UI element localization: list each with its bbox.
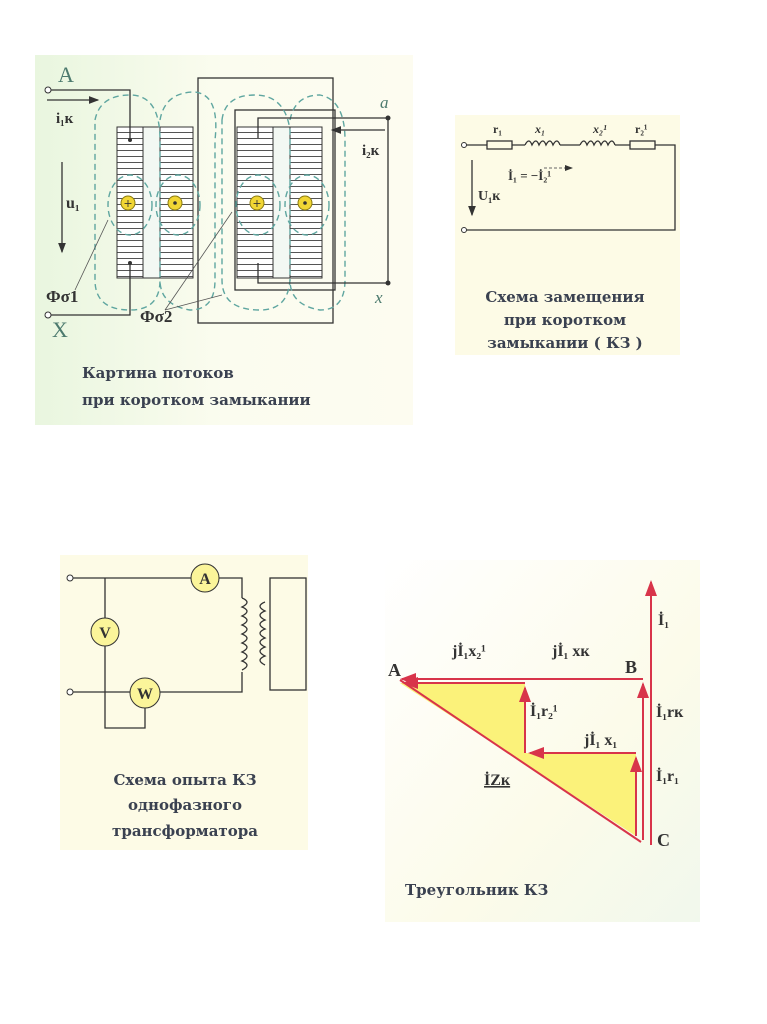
caption-line-2: при коротком замыкании	[82, 391, 311, 409]
wattmeter-label: W	[137, 686, 153, 703]
i2k-label: i₂к	[362, 143, 380, 159]
ammeter	[190, 563, 220, 593]
jI1x2-label: jİ₁x₂¹	[451, 641, 486, 660]
r2-label: r₂¹	[635, 122, 648, 136]
jI1xk-label: jİ₁ xк	[551, 641, 590, 660]
current-out-of-page-icon	[297, 195, 313, 211]
IZk-vector	[399, 679, 642, 843]
terminal-X-label: X	[52, 317, 68, 342]
phi-sigma1-label: Фσ1	[46, 287, 78, 306]
test-circuit-panel: A V W Схема опыта КЗ однофазного трансфо…	[60, 555, 308, 850]
x2-inductor	[579, 140, 616, 147]
current-out-of-page-icon	[167, 195, 183, 211]
current-into-page-icon: +	[249, 195, 265, 211]
equivalent-circuit-panel: r₁ x₁ x₂¹ r₂¹ İ₁ = −İ₂¹ U₁к Схема замеще…	[455, 115, 680, 355]
svg-text:+: +	[252, 197, 261, 210]
x2-label: x₂¹	[592, 122, 607, 136]
voltmeter-label: V	[99, 625, 111, 642]
I1-label: İ₁	[658, 610, 669, 629]
svg-text:+: +	[123, 197, 132, 210]
r2-resistor	[629, 140, 656, 150]
terminal-x-label: x	[374, 288, 383, 307]
r1-resistor	[486, 140, 513, 150]
terminal-A-label: A	[58, 62, 74, 87]
voltmeter	[90, 617, 120, 647]
r1-label: r₁	[493, 122, 502, 136]
current-equation-label: İ₁ = −İ₂¹	[508, 168, 551, 183]
terminal-a-label: a	[380, 93, 389, 112]
caption-line-3: замыкании ( КЗ )	[487, 334, 642, 352]
caption-line-3: трансформатора	[112, 822, 258, 840]
i1k-label: i₁к	[56, 111, 74, 127]
point-A-label: A	[388, 660, 401, 680]
triangle-caption: Треугольник КЗ	[405, 881, 548, 899]
secondary-coil	[259, 601, 267, 666]
I1r1-label: İ₁r₁	[656, 766, 679, 785]
caption-line-1: Схема замещения	[485, 288, 644, 306]
x1-label: x₁	[534, 122, 545, 136]
IZk-label: İZк	[484, 770, 511, 789]
wattmeter	[129, 677, 161, 709]
caption-line-2: при коротком	[504, 311, 626, 329]
caption-line-2: однофазного	[128, 796, 242, 814]
short-circuit-triangle-panel: A B C İ₁ jİ₁x₂¹ jİ₁ xк İ₁r₂¹ jİ₁ x₁ İ₁rк…	[385, 560, 700, 922]
point-C-label: C	[657, 830, 670, 850]
point-B-label: B	[625, 657, 637, 677]
u1-label: u₁	[66, 195, 80, 212]
primary-coil	[240, 597, 248, 671]
caption-line-1: Схема опыта КЗ	[113, 771, 256, 789]
I1rk-label: İ₁rк	[656, 702, 684, 721]
I1r2-label: İ₁r₂¹	[530, 701, 558, 720]
ammeter-label: A	[199, 571, 211, 588]
u1k-label: U₁к	[478, 189, 501, 204]
flux-picture-panel: + + A X a x i₁к i₂к u₁ Фσ1 Фσ2 Картина п…	[35, 55, 413, 425]
current-into-page-icon: +	[120, 195, 136, 211]
transformer-core	[197, 77, 334, 324]
caption-line-1: Картина потоков	[82, 364, 234, 382]
phi-sigma2-label: Фσ2	[140, 307, 172, 326]
x1-inductor	[524, 140, 561, 147]
jI1x1-label: jİ₁ x₁	[583, 730, 617, 749]
